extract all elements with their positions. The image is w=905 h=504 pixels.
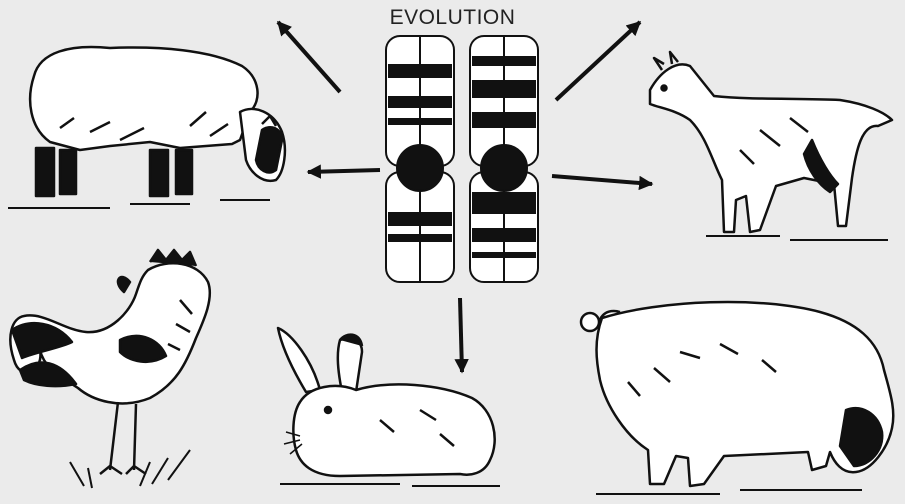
sheep-illustration <box>8 47 285 208</box>
chromosome-left <box>386 36 454 282</box>
pig-illustration <box>581 302 893 494</box>
arrow-up-left-icon <box>278 22 340 92</box>
arrow-left-icon <box>308 170 380 172</box>
arrow-up-right-icon <box>556 22 640 100</box>
rooster-illustration <box>10 250 209 488</box>
chromosome-pair <box>386 36 538 282</box>
arrow-right-icon <box>552 176 652 184</box>
chromosome-right <box>470 36 538 282</box>
goat-illustration <box>650 52 892 240</box>
arrow-down-icon <box>460 298 462 372</box>
rabbit-illustration <box>278 328 500 486</box>
